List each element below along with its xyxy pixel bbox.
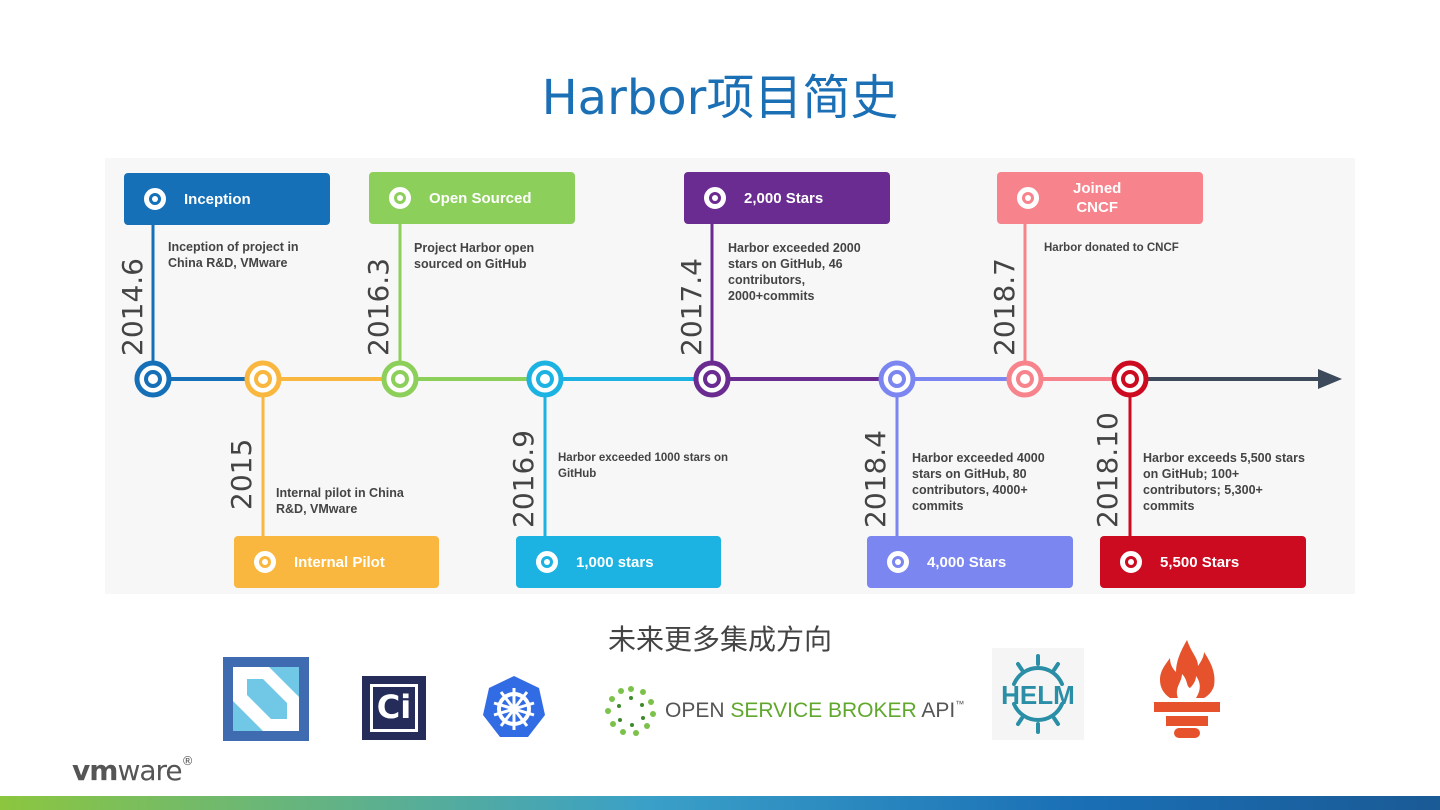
osb-dots-icon (605, 686, 656, 736)
node-2016-3 (381, 360, 419, 398)
bottom-gradient-bar (0, 796, 1440, 810)
card-joined-cncf: Joined CNCF (997, 172, 1203, 224)
target-icon (389, 187, 411, 209)
target-icon (254, 551, 276, 573)
vmware-logo-reg: ® (181, 754, 194, 768)
year-label: 2018.7 (988, 258, 1021, 356)
open-service-broker-icon: OPEN SERVICE BROKER API™ (603, 683, 964, 739)
card-5500-stars: 5,500 Stars (1100, 536, 1306, 588)
event-description: Harbor exceeded 2000 stars on GitHub, 46… (728, 241, 861, 303)
card-label: Inception (184, 190, 251, 208)
ci-icon: Ci (362, 676, 426, 740)
target-icon (1017, 187, 1039, 209)
card-4000-stars: 4,000 Stars (867, 536, 1073, 588)
node-2016-9 (526, 360, 564, 398)
card-open-sourced: Open Sourced (369, 172, 575, 224)
ci-text: Ci (376, 688, 412, 726)
card-2000-stars: 2,000 Stars (684, 172, 890, 224)
target-icon (887, 551, 909, 573)
node-2015 (244, 360, 282, 398)
year-label: 2016.3 (362, 258, 395, 356)
card-label: 5,500 Stars (1160, 553, 1240, 571)
year-label: 2016.9 (507, 430, 540, 528)
prometheus-icon (1152, 640, 1222, 740)
kubernetes-icon (481, 674, 547, 740)
cncf-icon (223, 657, 309, 741)
vmware-logo: vmware® (72, 754, 194, 787)
node-2018-10 (1111, 360, 1149, 398)
card-label: Internal Pilot (294, 553, 385, 571)
node-2018-4 (878, 360, 916, 398)
year-label: 2018.4 (859, 430, 892, 528)
event-description: Inception of project in China R&D, VMwar… (168, 240, 299, 270)
target-icon (536, 551, 558, 573)
event-description: Project Harbor open sourced on GitHub (414, 241, 535, 271)
year-label: 2017.4 (675, 258, 708, 356)
osb-text-open: OPEN (665, 699, 731, 722)
card-label: 1,000 stars (576, 553, 654, 571)
event-description: Internal pilot in China R&D, VMware (276, 486, 404, 516)
target-icon (144, 188, 166, 210)
arrow-head-icon (1318, 369, 1342, 389)
card-label: Open Sourced (429, 189, 532, 207)
card-internal-pilot: Internal Pilot (234, 536, 439, 588)
event-description: Harbor exceeded 1000 stars on GitHub (558, 452, 729, 480)
vmware-logo-vm: vm (72, 754, 118, 787)
future-heading: 未来更多集成方向 (607, 623, 832, 656)
osb-text-api: API (916, 699, 956, 722)
helm-text: HELM (1001, 680, 1075, 710)
target-icon (1120, 551, 1142, 573)
page-title: Harbor项目简史 (541, 70, 899, 126)
card-label: 2,000 Stars (744, 189, 824, 207)
year-label: 2018.10 (1091, 412, 1124, 528)
node-2014-6 (134, 360, 172, 398)
card-inception: Inception (124, 173, 330, 225)
node-2017-4 (693, 360, 731, 398)
osb-trademark: ™ (955, 699, 965, 709)
card-label: 4,000 Stars (927, 553, 1007, 571)
helm-icon: HELM (992, 648, 1084, 740)
year-label: 2014.6 (116, 258, 149, 356)
card-1000-stars: 1,000 stars (516, 536, 721, 588)
card-label: Joined CNCF (1073, 180, 1122, 216)
target-icon (704, 187, 726, 209)
node-2018-7 (1006, 360, 1044, 398)
event-description: Harbor donated to CNCF (1044, 242, 1179, 254)
vmware-logo-ware: ware (117, 754, 182, 787)
event-description: Harbor exceeded 4000 stars on GitHub, 80… (912, 451, 1045, 513)
event-description: Harbor exceeds 5,500 stars on GitHub; 10… (1143, 451, 1305, 513)
osb-text-service-broker: SERVICE BROKER (730, 699, 917, 722)
year-label: 2015 (225, 438, 258, 510)
